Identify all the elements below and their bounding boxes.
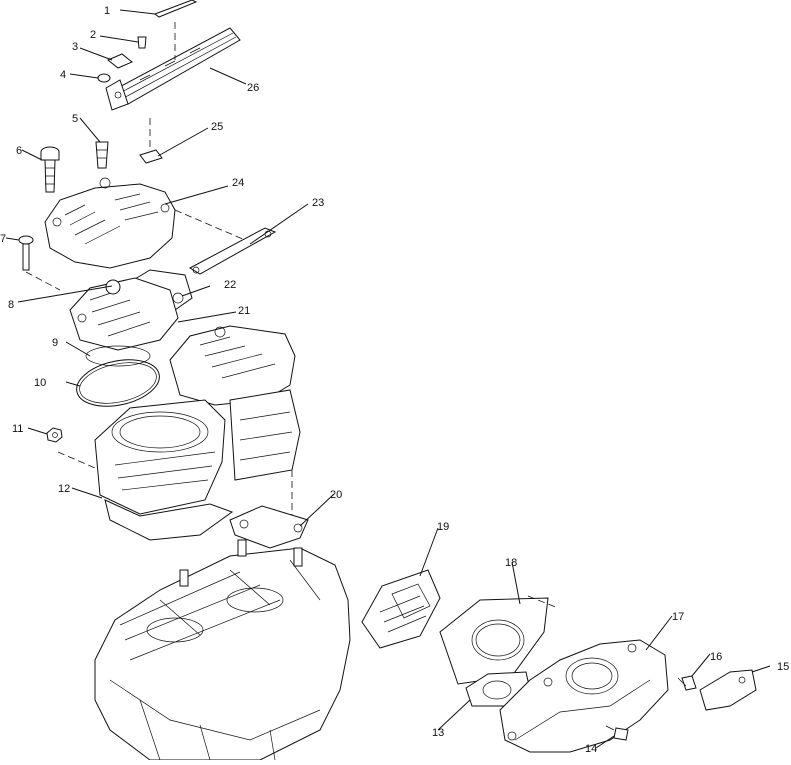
- part-24-head-cover: [44, 177, 176, 269]
- part-18-gasket-plate: [439, 597, 549, 685]
- callout-6: 6: [16, 145, 22, 157]
- rear-cylinder-head: [169, 325, 296, 406]
- callout-18: 18: [505, 557, 517, 569]
- part-21-cylinder-head: [69, 277, 179, 351]
- callout-19: 19: [437, 521, 449, 533]
- callout-16: 16: [710, 651, 722, 663]
- part-19-reed-valve: [361, 569, 441, 649]
- leader-lines: [5, 9, 771, 749]
- part-7-bolt: [18, 235, 34, 271]
- callout-26: 26: [247, 82, 259, 94]
- callout-2: 2: [90, 29, 96, 41]
- callout-17: 17: [672, 611, 684, 623]
- part-3-plate: [107, 53, 133, 69]
- callout-9: 9: [52, 337, 58, 349]
- callout-10: 10: [34, 377, 46, 389]
- callout-23: 23: [312, 197, 324, 209]
- callout-20: 20: [330, 489, 342, 501]
- callout-5: 5: [72, 113, 78, 125]
- part-17-housing: [499, 639, 669, 753]
- callout-labels: 1 2 3 4 5 6 7 8 9 10 11 12 13 14 15 16 1…: [0, 5, 789, 755]
- part-23-bracket: [188, 227, 277, 275]
- callout-22: 22: [224, 279, 236, 291]
- callout-24: 24: [232, 177, 244, 189]
- callout-25: 25: [211, 121, 223, 133]
- part-20-base-gasket: [229, 505, 309, 549]
- part-26-rail: [105, 27, 241, 111]
- callout-7: 7: [0, 233, 6, 245]
- part-15-bracket: [699, 669, 757, 711]
- part-25-clip: [139, 149, 163, 164]
- part-5-fitting: [95, 141, 109, 169]
- part-1-rod: [153, 0, 198, 18]
- callout-11: 11: [12, 423, 23, 435]
- part-9-o-ring: [85, 345, 151, 367]
- part-11-nut: [46, 427, 63, 443]
- callout-8: 8: [8, 299, 14, 311]
- part-4-nut: [97, 73, 111, 83]
- part-2-screw: [137, 36, 147, 49]
- part-6-plug: [40, 146, 60, 193]
- part-10-ring: [76, 359, 160, 407]
- callout-4: 4: [60, 69, 66, 81]
- crankcase: [94, 539, 351, 761]
- callout-12: 12: [58, 483, 70, 495]
- callout-13: 13: [432, 727, 444, 739]
- callout-14: 14: [585, 743, 597, 755]
- part-16-bolt: [677, 675, 697, 691]
- part-12-cylinder-block: [94, 389, 301, 541]
- callout-21: 21: [238, 305, 250, 317]
- callout-15: 15: [777, 661, 789, 673]
- callout-1: 1: [104, 5, 110, 17]
- callout-3: 3: [72, 41, 78, 53]
- part-14-screw: [605, 725, 629, 741]
